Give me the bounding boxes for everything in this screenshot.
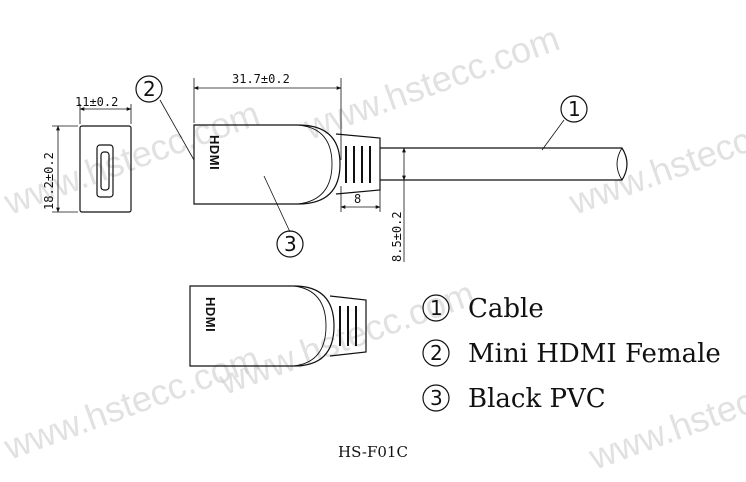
watermark: www.hstecc.com — [563, 92, 746, 223]
callout-circle-1 — [560, 95, 588, 123]
callout-circle-2 — [135, 75, 163, 103]
model-number: HS-F01C — [338, 443, 408, 461]
legend: 1 Cable 2 Mini HDMI Female 3 Black PVC — [422, 294, 721, 414]
leader-2 — [159, 99, 195, 161]
leader-1 — [541, 119, 565, 151]
legend-item: 1 Cable — [422, 294, 544, 324]
front-face-view — [52, 104, 132, 213]
leader-3 — [263, 175, 291, 233]
watermark: www.hstecc.com — [298, 17, 565, 148]
strain-relief — [335, 133, 381, 195]
dim-cable-diameter: 8.5±0.2 — [390, 211, 404, 262]
watermark: www.hstecc.com — [213, 272, 480, 403]
callout-circle-3 — [276, 230, 304, 258]
side-view-top — [135, 75, 628, 262]
legend-text: Cable — [468, 294, 544, 324]
dim-body-length: 31.7±0.2 — [232, 72, 290, 86]
legend-number: 3 — [430, 386, 443, 410]
side-view-bottom — [189, 285, 367, 367]
mini-hdmi-port-inner — [100, 151, 110, 191]
legend-number: 2 — [430, 341, 443, 365]
dim-face-width: 11±0.2 — [75, 95, 118, 109]
dim-strain-relief: 8 — [354, 192, 361, 206]
legend-number: 1 — [430, 296, 443, 320]
callout-number-1: 1 — [568, 97, 581, 121]
mini-hdmi-port — [96, 144, 114, 198]
connector-body-inner-line — [297, 124, 333, 205]
dim-face-height: 18.2±0.2 — [42, 152, 56, 210]
connector-body-outline-bottom — [189, 285, 335, 367]
hdmi-logo-bottom: HDMI — [203, 297, 218, 332]
connector-body-outline — [193, 124, 341, 205]
cable-end-break — [616, 147, 623, 181]
connector-face-outline — [79, 125, 132, 213]
watermark-layer: www.hstecc.com www.hstecc.com www.hstecc… — [0, 17, 746, 478]
strain-relief-bottom — [329, 295, 367, 357]
watermark: www.hstecc.com — [0, 92, 265, 223]
legend-text: Black PVC — [468, 384, 606, 414]
callout-number-2: 2 — [143, 77, 156, 101]
watermark: www.hstecc.com — [0, 337, 265, 468]
callout-number-3: 3 — [284, 232, 297, 256]
legend-text: Mini HDMI Female — [468, 339, 721, 369]
legend-item: 3 Black PVC — [422, 384, 606, 414]
legend-item: 2 Mini HDMI Female — [422, 339, 721, 369]
hdmi-logo-top: HDMI — [207, 135, 222, 170]
